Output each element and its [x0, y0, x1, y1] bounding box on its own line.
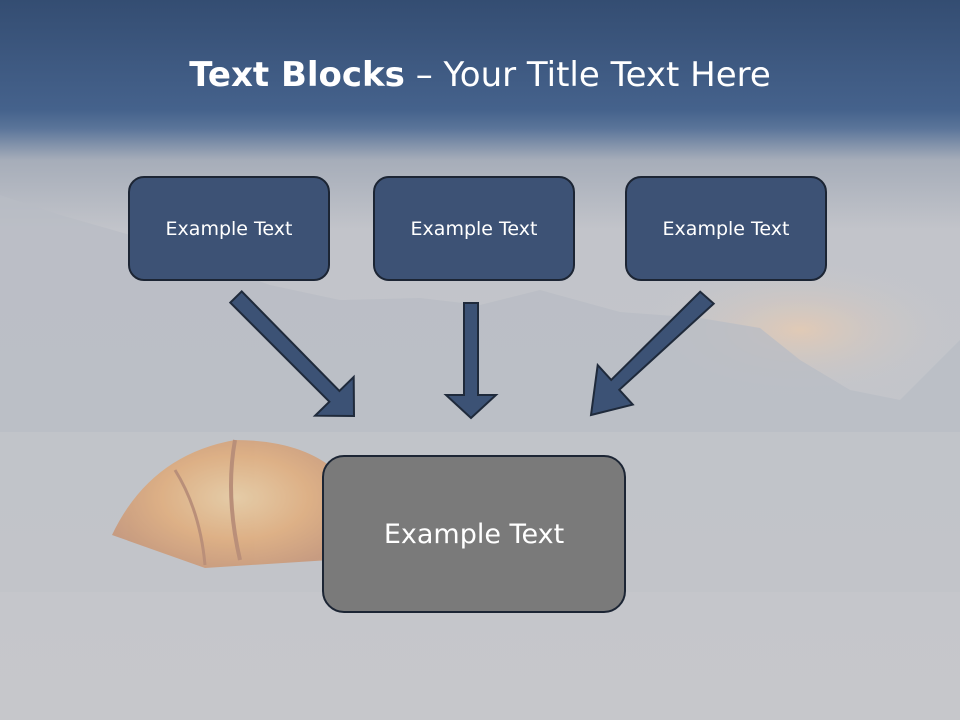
- arrow-center-down: [443, 302, 499, 420]
- title-rest: Your Title Text Here: [443, 55, 771, 95]
- tent-image: [112, 439, 335, 568]
- text-block-3-label: Example Text: [662, 217, 790, 240]
- text-block-2-label: Example Text: [410, 217, 538, 240]
- mountain-silhouette: [0, 195, 960, 432]
- text-block-1[interactable]: Example Text: [128, 176, 330, 281]
- result-text-block[interactable]: Example Text: [322, 455, 626, 613]
- text-block-3[interactable]: Example Text: [625, 176, 827, 281]
- slide-title: Text Blocks – Your Title Text Here: [0, 52, 960, 98]
- arrow-right-diagonal: [589, 290, 716, 417]
- text-block-1-label: Example Text: [165, 217, 293, 240]
- title-bold-part: Text Blocks: [189, 55, 405, 95]
- result-text-block-label: Example Text: [383, 518, 565, 550]
- title-dash: –: [404, 55, 444, 95]
- text-block-2[interactable]: Example Text: [373, 176, 575, 281]
- arrow-left-diagonal: [228, 289, 356, 418]
